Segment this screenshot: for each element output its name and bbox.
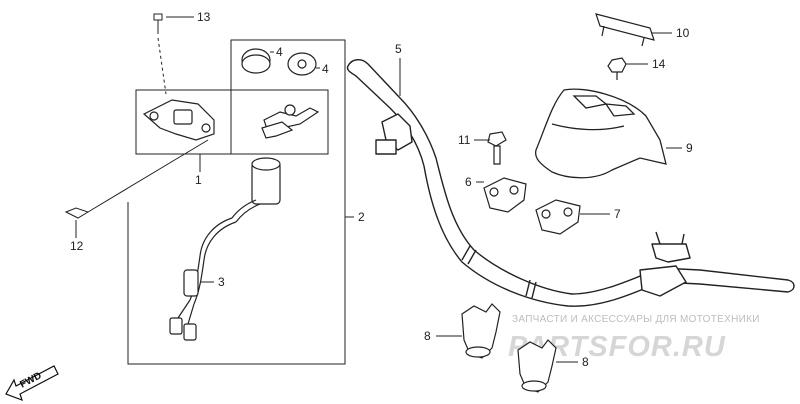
callout-8b: 8 (582, 355, 589, 369)
upper-holder-6 (483, 177, 527, 213)
bolt-11-shank (493, 145, 501, 165)
upper-holder-7 (535, 199, 581, 235)
switch-mount-hole-2 (201, 123, 211, 133)
harness-wire-4 (187, 303, 195, 325)
harness-wire-2 (193, 221, 237, 305)
leader-lines (75, 16, 682, 363)
callout-8a: 8 (424, 329, 431, 343)
harness-sleeve (183, 269, 199, 297)
screw-13-leader (157, 37, 167, 95)
harness-connector-1 (169, 317, 183, 335)
switch-mount-hole-1 (149, 111, 159, 121)
screw-13 (153, 13, 167, 95)
emblem-plate-pin-2 (641, 37, 645, 47)
screw-12 (64, 139, 209, 219)
handlebar-knurl-4 (531, 281, 537, 299)
top-cover-slot-2 (604, 103, 636, 117)
handlebar-bracket-clamp (639, 265, 687, 297)
watermark-tagline: ЗАПЧАСТИ И АКСЕССУАРЫ ДЛЯ МОТОТЕХНИКИ (512, 314, 760, 325)
emblem-plate-pin-1 (601, 25, 605, 37)
handlebar-knurl-2 (467, 249, 477, 265)
callout-2: 2 (358, 210, 365, 224)
key-pair-bottom (261, 121, 294, 139)
harness-wire-3 (177, 299, 191, 319)
nut-14 (607, 57, 627, 80)
handlebar-bracket-tab-1 (655, 231, 661, 245)
ignition-cylinder-top (251, 157, 281, 171)
key-cap-left-base (241, 54, 271, 74)
upper-holder-7-hole-1 (541, 209, 551, 219)
harness-connector-2 (183, 323, 197, 341)
lower-holder-right-base (521, 380, 547, 392)
handlebar-bracket-top (651, 243, 691, 263)
upper-holder-6-body (483, 177, 527, 213)
handlebar (346, 59, 795, 307)
callout-1: 1 (195, 173, 202, 187)
upper-holder-7-hole-2 (563, 207, 573, 217)
callout-3: 3 (218, 275, 225, 289)
top-cover-ridge (551, 123, 625, 131)
fwd-arrow-icon (5, 365, 59, 402)
callout-9: 9 (686, 141, 693, 155)
lower-holder-left-base (465, 346, 491, 358)
upper-holder-6-hole-2 (509, 185, 519, 195)
screw-12-body (64, 207, 90, 219)
key-ring (284, 104, 296, 116)
frame-switch-mount (135, 89, 232, 155)
lower-holder-right (517, 339, 557, 393)
key-cap-right-slot (297, 59, 307, 69)
frame-ignition-assembly (127, 39, 346, 365)
fwd-marker: FWD (5, 365, 59, 402)
callout-4b: 4 (322, 62, 329, 76)
handlebar-tube (346, 59, 795, 307)
nut-14-body (607, 57, 627, 73)
lower-holder-left (461, 303, 501, 359)
callout-4a: 4 (276, 45, 283, 59)
top-cover (534, 88, 667, 179)
top-cover-body (534, 88, 667, 179)
bolt-11 (487, 131, 507, 165)
key-set (241, 48, 320, 139)
handlebar-bracket-tab-2 (681, 233, 685, 245)
ignition-switch (169, 157, 281, 341)
handlebar-knurl-3 (525, 279, 531, 297)
frame-key-set (231, 89, 329, 155)
bolt-11-head (487, 131, 507, 147)
callout-5: 5 (395, 42, 402, 56)
upper-holder-6-hole-1 (489, 187, 499, 197)
callouts: 13 4 4 5 1 2 3 11 6 7 9 10 14 8 8 12 (70, 10, 693, 369)
callout-7: 7 (614, 207, 621, 221)
ignition-lead-1 (231, 199, 257, 219)
group-frames (127, 39, 346, 365)
emblem-plate-body (595, 13, 655, 41)
handlebar-knurl-1 (461, 245, 471, 261)
switch-mount-socket (173, 109, 193, 125)
screw-12-leader (87, 139, 209, 213)
callout-6: 6 (465, 175, 472, 189)
callout-11: 11 (458, 133, 471, 147)
emblem-plate (595, 13, 655, 47)
callout-10: 10 (676, 26, 690, 40)
callout-12: 12 (70, 239, 84, 253)
switch-mount (142, 99, 215, 141)
screw-13-head (153, 13, 163, 21)
callout-14: 14 (652, 57, 666, 71)
ignition-lead-2 (235, 203, 261, 223)
callout-13: 13 (197, 10, 211, 24)
handlebar-clip-left-tab (375, 139, 397, 155)
